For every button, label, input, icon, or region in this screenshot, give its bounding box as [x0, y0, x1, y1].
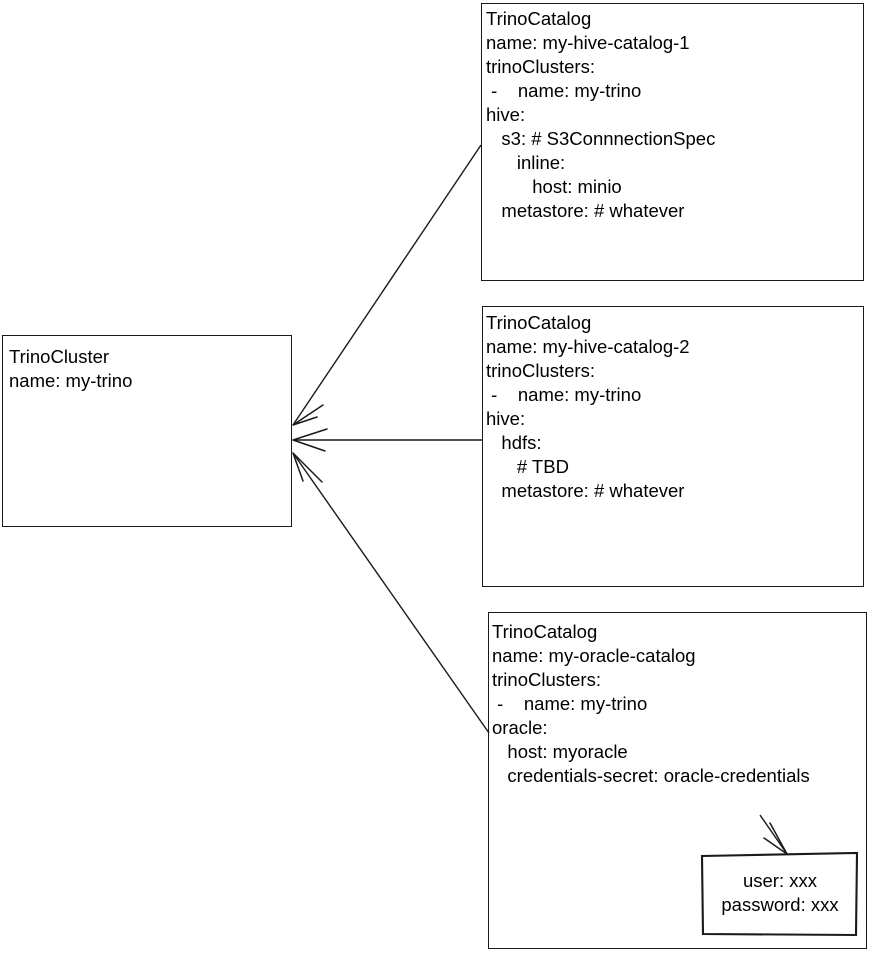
trino-cluster-box: [2, 335, 292, 527]
trino-catalog-text-hive-1: TrinoCatalog name: my-hive-catalog-1 tri…: [486, 8, 716, 221]
credentials-secret-box: [0, 0, 157, 83]
arrowhead-hive-catalog-2: [292, 428, 328, 452]
trino-catalog-text-oracle: TrinoCatalog name: my-oracle-catalog tri…: [492, 621, 810, 786]
arrowhead-oracle-catalog: [292, 452, 323, 483]
trino-cluster-text: TrinoCluster name: my-trino: [9, 346, 133, 391]
credentials-secret-text: user: xxx password: xxx: [721, 870, 839, 915]
connector-hive-catalog-1: [292, 144, 482, 426]
arrowhead-hive-catalog-1: [292, 404, 324, 426]
trino-catalog-text-hive-2: TrinoCatalog name: my-hive-catalog-2 tri…: [486, 312, 690, 501]
connector-oracle-catalog: [292, 452, 490, 734]
trino-catalog-box-hive-2: [482, 306, 864, 587]
trino-catalog-box-hive-1: [481, 3, 864, 281]
